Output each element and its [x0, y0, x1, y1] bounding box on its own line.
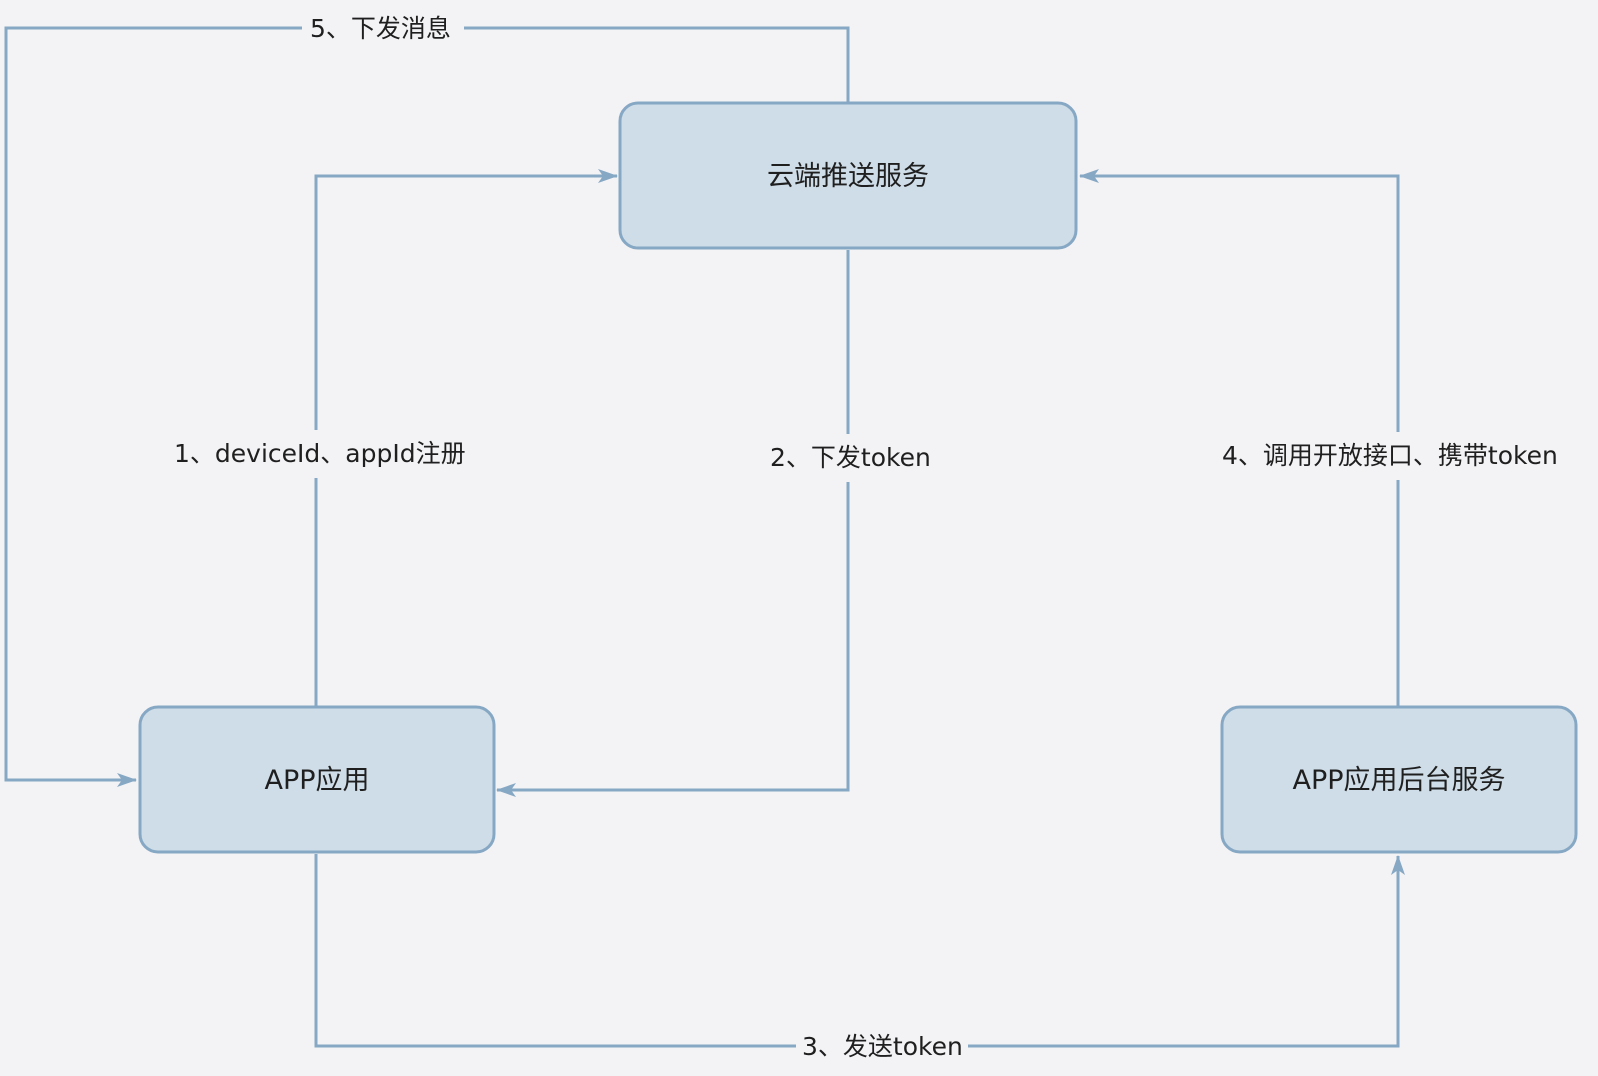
edge-call-api-label-bg: [1216, 432, 1588, 480]
edge-send-token-line: [314, 854, 1405, 1048]
edge-send-token-label: 3、发送token: [802, 1032, 963, 1061]
edge-push-message: 5、下发消息: [4, 8, 850, 787]
edge-call-api-label: 4、调用开放接口、携带token: [1222, 441, 1558, 470]
edge-issue-token-label-bg: [764, 434, 942, 482]
node-cloud-push-service-box[interactable]: [618, 101, 1078, 250]
edge-register: 1、deviceId、appId注册: [168, 169, 618, 707]
edge-push-message-label: 5、下发消息: [310, 14, 451, 43]
edge-register-label: 1、deviceId、appId注册: [174, 439, 466, 468]
edge-send-token: 3、发送token: [314, 854, 1405, 1066]
edge-call-api-line: [1079, 169, 1400, 707]
edge-issue-token: 2、下发token: [496, 250, 942, 797]
node-app-label: APP应用: [264, 765, 369, 796]
edge-issue-token-label: 2、下发token: [770, 443, 931, 472]
edge-issue-token-line: [496, 250, 850, 797]
edge-send-token-label-bg: [796, 1026, 968, 1066]
edge-push-message-line: [4, 26, 850, 787]
node-app[interactable]: APP应用: [138, 705, 496, 854]
node-app-box[interactable]: [138, 705, 496, 854]
node-app-backend-service-box[interactable]: [1220, 705, 1578, 854]
node-cloud-push-service[interactable]: 云端推送服务: [618, 101, 1078, 250]
node-app-backend-service[interactable]: APP应用后台服务: [1220, 705, 1578, 854]
edge-call-api: 4、调用开放接口、携带token: [1079, 169, 1588, 707]
node-cloud-push-service-label: 云端推送服务: [767, 161, 929, 192]
edge-register-label-bg: [168, 430, 478, 478]
node-app-backend-service-label: APP应用后台服务: [1292, 765, 1505, 796]
edge-push-message-label-bg: [302, 8, 464, 48]
edge-register-line: [314, 169, 618, 707]
